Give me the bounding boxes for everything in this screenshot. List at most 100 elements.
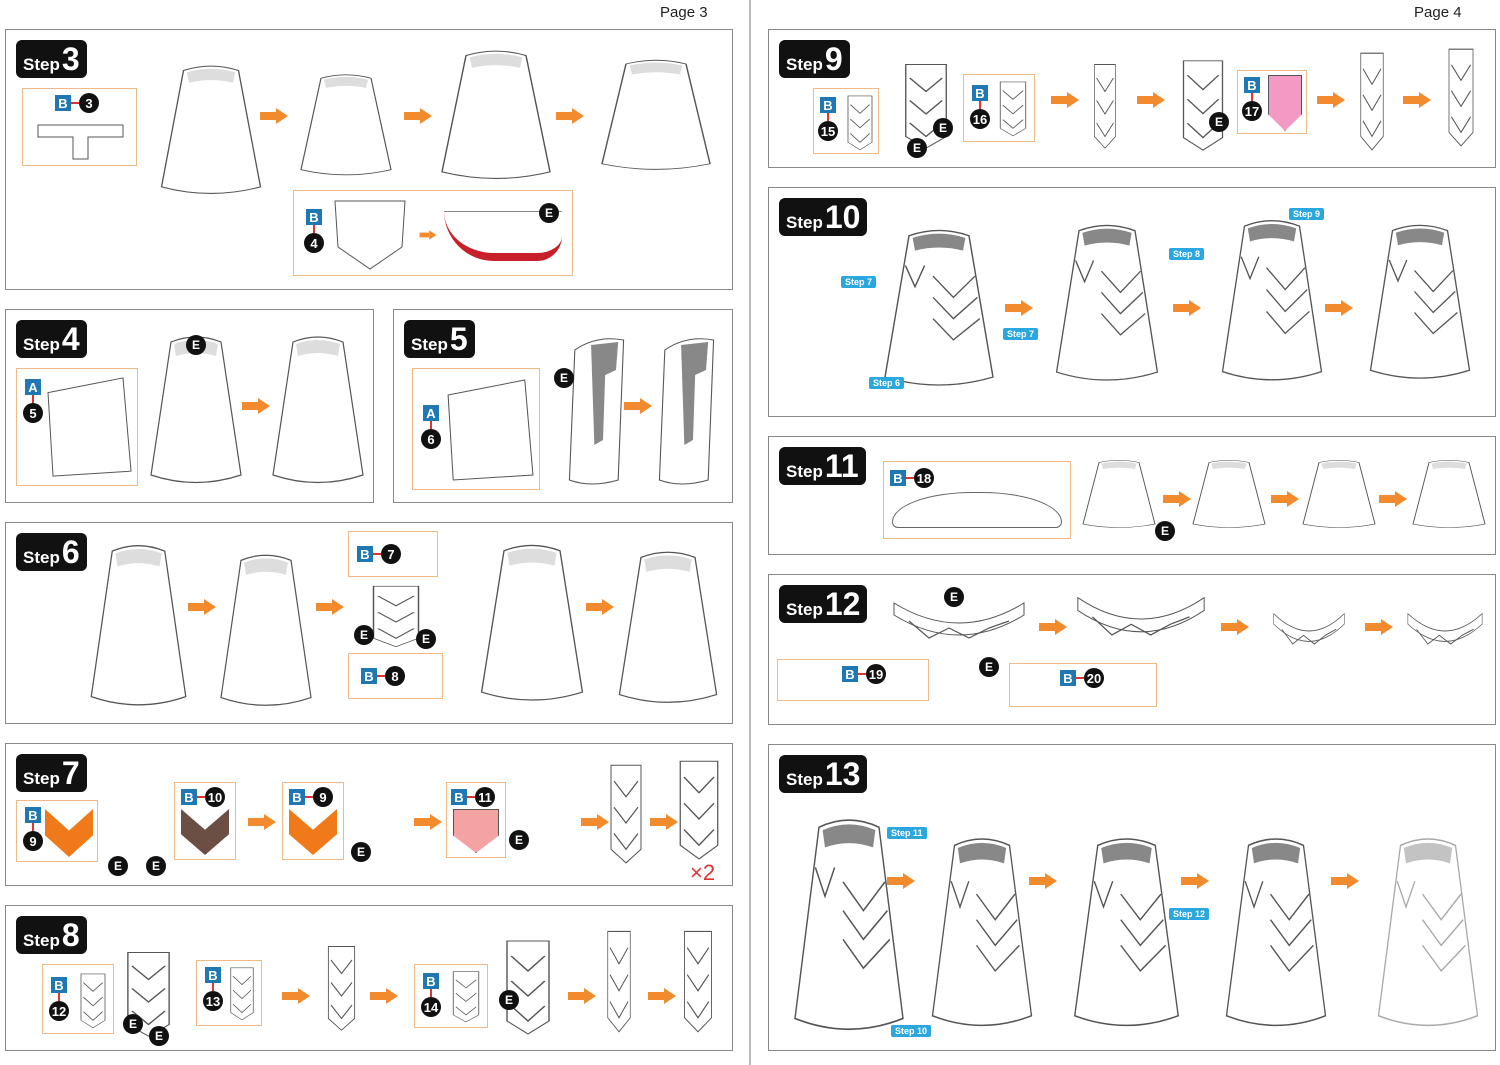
arrow-icon <box>414 814 442 830</box>
arrow-icon <box>556 108 584 124</box>
panel-figure <box>564 330 629 490</box>
strip-figure <box>324 942 359 1032</box>
glue-e-marker: E <box>907 138 927 158</box>
arrow-icon <box>1039 619 1067 635</box>
step-reference-label: Step 8 <box>1169 248 1205 260</box>
collar-figure <box>1189 457 1269 531</box>
arrow-icon <box>648 988 676 1004</box>
collar-figure <box>1299 457 1379 531</box>
strip-figure <box>680 926 716 1034</box>
belt-ring-figure <box>1405 605 1485 657</box>
skirt-assembly-figure <box>1069 830 1184 1035</box>
page-number-left: Page 3 <box>660 4 708 21</box>
step-reference-label: Step 10 <box>891 1025 932 1037</box>
skirt-figure <box>1365 218 1475 386</box>
strip-part <box>449 969 483 1023</box>
arrow-icon <box>1029 873 1057 889</box>
arrow-icon <box>260 108 288 124</box>
boots-figure <box>156 60 266 200</box>
strip-figure <box>500 936 556 1036</box>
glue-e-marker: E <box>186 335 206 355</box>
glue-e-marker: E <box>944 587 964 607</box>
strip-figure <box>1357 48 1387 152</box>
step-reference-label: Step 7 <box>1003 328 1039 340</box>
step-reference-label: Step 7 <box>841 276 877 288</box>
skirt-figure <box>86 538 191 713</box>
glue-e-marker: E <box>108 856 128 876</box>
glue-e-marker: E <box>354 625 374 645</box>
arrow-icon <box>248 814 276 830</box>
strip-figure <box>1091 60 1119 150</box>
panel-figure <box>654 330 719 490</box>
glue-e-marker: E <box>979 657 999 677</box>
glue-e-marker: E <box>509 830 529 850</box>
arrow-icon <box>581 814 609 830</box>
arrow-icon <box>887 873 915 889</box>
skirt-figure <box>146 330 246 490</box>
belt-figure <box>1073 587 1209 651</box>
red-base-part <box>444 211 562 261</box>
strip-part <box>227 965 257 1021</box>
belt-ring-figure <box>1271 605 1347 657</box>
skirt-figure <box>1051 218 1163 388</box>
skirt-assembly-figure <box>1221 830 1331 1035</box>
base-figure <box>436 45 556 185</box>
page-number-right: Page 4 <box>1414 4 1462 21</box>
skirt-assembly-figure <box>789 810 909 1040</box>
orange-chevron-part <box>45 809 93 857</box>
arrow-icon <box>370 988 398 1004</box>
skirt-figure <box>614 545 722 710</box>
glue-e-marker: E <box>1155 521 1175 541</box>
arrow-icon <box>650 814 678 830</box>
boots-figure <box>296 70 396 180</box>
pink-shield-part <box>453 809 499 853</box>
pink-shield-part <box>1268 75 1302 131</box>
arrow-icon <box>1271 491 1299 507</box>
skirt-assembly-figure <box>927 830 1037 1035</box>
arrow-icon <box>1365 619 1393 635</box>
glue-e-marker: E <box>416 629 436 649</box>
strip-figure <box>1445 44 1477 148</box>
step-reference-label: Step 6 <box>869 377 905 389</box>
arrow-icon <box>419 230 437 240</box>
shield-part <box>330 197 410 271</box>
quantity-multiplier: ×2 <box>690 860 716 885</box>
glue-e-marker: E <box>146 856 166 876</box>
skirt-figure <box>879 223 999 393</box>
arrow-icon <box>624 398 652 414</box>
arrow-icon <box>404 108 432 124</box>
glue-e-marker: E <box>351 842 371 862</box>
step-reference-label: Step 12 <box>1169 908 1210 920</box>
arrow-icon <box>1317 92 1345 108</box>
glue-e-marker: E <box>123 1014 143 1034</box>
